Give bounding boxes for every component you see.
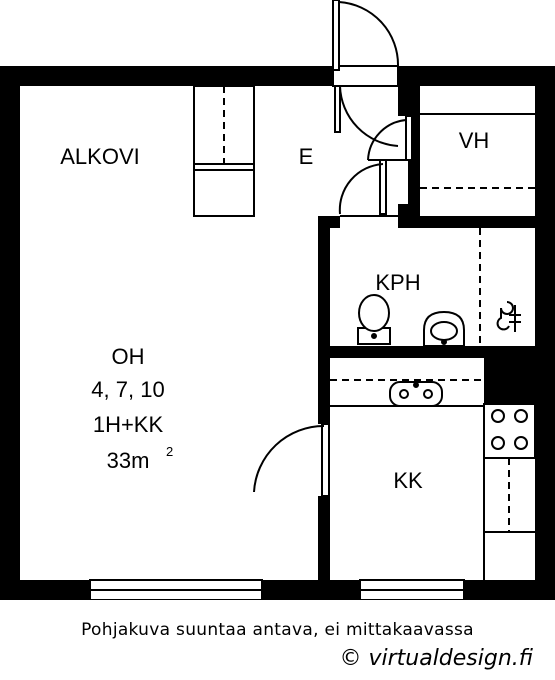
wall-bath-bottom — [318, 346, 486, 358]
wall-bath-left — [318, 216, 330, 346]
wall-right — [535, 66, 555, 600]
bathroom-fixtures — [357, 228, 521, 347]
windows — [89, 579, 465, 600]
wall-vh-left-bottom — [398, 204, 408, 216]
label-alkovi: ALKOVI — [60, 144, 139, 169]
label-kk: KK — [393, 468, 423, 493]
inner-doors — [253, 115, 413, 497]
entrance-door — [332, 0, 400, 147]
apartment-numbers: 4, 7, 10 — [91, 377, 164, 402]
label-eteinen: E — [299, 144, 314, 169]
floor-plan: ALKOVI E VH KPH OH 4, 7, 10 1H+KK 33m 2 … — [0, 0, 555, 600]
label-oh: OH — [112, 344, 145, 369]
label-kph: KPH — [375, 270, 420, 295]
wall-shaft — [484, 346, 535, 404]
wall-bath-top-b — [398, 216, 535, 228]
label-vh: VH — [459, 128, 490, 153]
apartment-area: 33m — [107, 448, 150, 473]
wall-vh-left-top — [398, 86, 408, 116]
wall-bottom-b — [262, 580, 360, 600]
apartment-type: 1H+KK — [93, 412, 164, 437]
exterior-walls — [0, 66, 555, 600]
room-labels: ALKOVI E VH KPH OH 4, 7, 10 1H+KK 33m 2 … — [60, 128, 489, 493]
kitchen-sink-icon — [389, 381, 443, 407]
wall-top-left — [0, 66, 333, 86]
kitchen-fixtures — [330, 379, 536, 580]
alcove-closet — [193, 85, 255, 217]
apartment-area-superscript: 2 — [166, 444, 173, 459]
stove-icon — [483, 403, 536, 459]
wall-bottom-c — [464, 580, 555, 600]
wall-bottom-a — [0, 580, 90, 600]
bath-sink-icon — [423, 310, 465, 347]
footer-disclaimer: Pohjakuva suuntaa antava, ei mittakaavas… — [81, 620, 474, 640]
toilet-icon — [357, 294, 391, 345]
wall-top-right — [398, 66, 555, 86]
wardrobe-shelves — [420, 113, 535, 189]
wall-kitchen-left-b — [318, 496, 330, 580]
footer-copyright: © virtualdesign.fi — [339, 646, 533, 671]
wall-left — [0, 66, 20, 600]
wall-kitchen-left-a — [318, 346, 330, 424]
shower-icon — [496, 301, 521, 332]
